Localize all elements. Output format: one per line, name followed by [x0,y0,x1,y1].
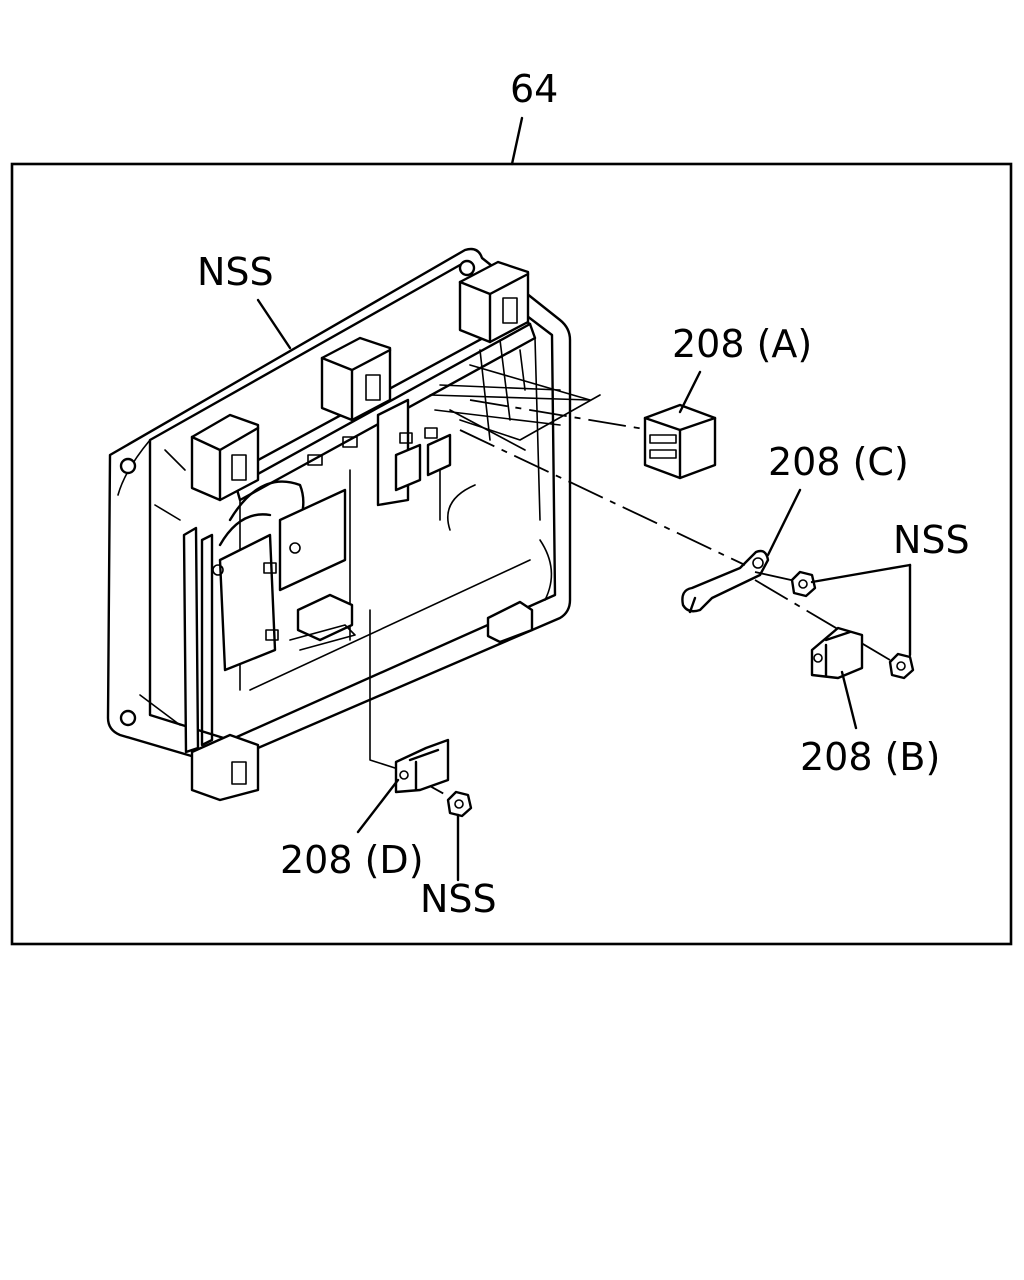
assembly-leader-lines [369,399,891,801]
leader-nss-right-a [810,563,912,584]
callout-nss-housing: NSS [197,250,274,294]
leader-208c [766,488,802,557]
nss-nut-bottom [446,790,473,818]
leader-nss-housing [256,298,292,350]
callout-nss-right: NSS [893,518,970,562]
callout-208a: 208 (A) [672,322,812,366]
leader-208b [840,670,858,730]
housing-connector-blocks [190,260,534,802]
leader-64 [510,116,524,166]
callout-208b: 208 (B) [800,735,940,779]
callout-nss-bottom: NSS [420,877,497,921]
callout-208d: 208 (D) [280,838,424,882]
part-208b-relay [810,626,864,680]
leader-208d [356,778,400,834]
callout-208c: 208 (C) [768,440,909,484]
nss-nut-upper [790,570,817,598]
part-208d-relay [394,738,450,794]
nss-nut-lower [888,652,915,680]
housing-internal-components [212,339,601,672]
leader-208a [678,370,702,414]
callout-64: 64 [510,67,558,111]
part-208c-terminal [681,549,770,614]
part-208a-connector [643,403,717,480]
